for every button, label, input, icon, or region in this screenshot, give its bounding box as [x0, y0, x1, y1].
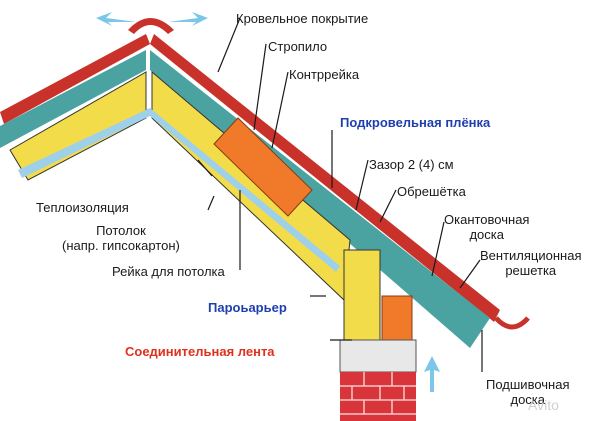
membrane-left: [0, 50, 146, 148]
label-vapor-barrier: Пароьарьер: [208, 300, 287, 315]
label-connecting-tape: Соединительная лента: [125, 344, 275, 359]
air-arrow-left: [96, 12, 136, 26]
membrane-right: [150, 50, 490, 348]
roofing-right: [150, 34, 500, 322]
insulation-wall: [343, 249, 381, 341]
label-rafter: Стропило: [268, 39, 328, 54]
air-arrow-right: [168, 12, 208, 26]
label-ceiling: Потолок (напр. гипсокартон): [62, 223, 180, 253]
label-roofing: Кровельное покрытие: [236, 11, 369, 26]
label-gap: Зазор 2 (4) см: [369, 157, 454, 172]
label-counter-batten: Контррейка: [289, 67, 360, 82]
brick-joints: [340, 372, 416, 415]
roofing-left: [0, 34, 150, 124]
gutter: [494, 316, 530, 330]
wall-plate: [339, 339, 417, 373]
rafter-block: [381, 295, 413, 347]
label-ceiling-batten: Рейка для потолка: [112, 264, 225, 279]
leader-lines: [197, 17, 483, 372]
label-underlay-membrane: Подкровельная плёнка: [340, 115, 491, 130]
label-edge-board: Окантовочная доска: [444, 212, 530, 242]
label-vent-grille: Вентиляционная решетка: [480, 248, 582, 278]
label-soffit-board: Подшивочная доска: [486, 377, 570, 407]
label-batten: Обрешётка: [397, 184, 466, 199]
air-arrow-bottom: [424, 356, 440, 392]
ceiling-right: [150, 108, 340, 272]
label-insulation: Теплоизоляция: [36, 200, 129, 215]
rafter: [213, 117, 313, 217]
ridge-cap: [128, 18, 174, 34]
ceiling-left: [18, 108, 150, 178]
watermark: Avito: [528, 397, 559, 413]
